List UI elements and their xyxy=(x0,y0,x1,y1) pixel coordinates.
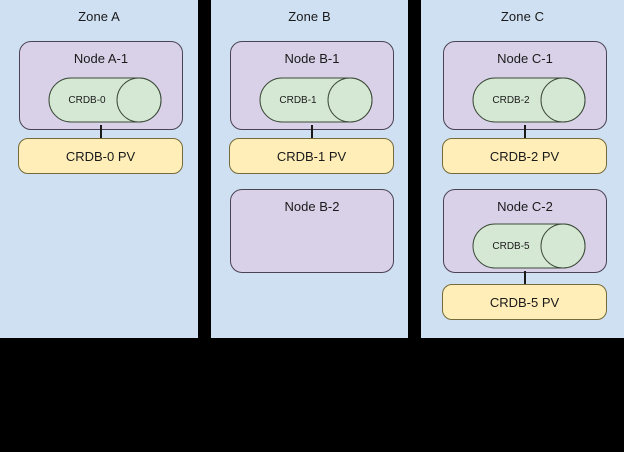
pv-box-crdb-1[interactable]: CRDB-1 PV xyxy=(229,138,394,174)
node-label-a-1: Node A-1 xyxy=(73,51,129,66)
zone-panel-c[interactable]: Zone C Node C-1 CRDB-2 CRDB-2 PV Node C-… xyxy=(421,0,624,338)
pod-cylinder-crdb-1[interactable]: CRDB-1 xyxy=(259,77,373,123)
pv-label-crdb-1: CRDB-1 PV xyxy=(276,148,347,164)
node-box-c-2[interactable]: Node C-2 CRDB-5 xyxy=(443,189,607,273)
node-label-c-2: Node C-2 xyxy=(497,199,553,214)
pv-box-crdb-5[interactable]: CRDB-5 PV xyxy=(442,284,607,320)
node-box-c-1[interactable]: Node C-1 CRDB-2 xyxy=(443,41,607,130)
node-label-b-1: Node B-1 xyxy=(284,51,340,66)
pv-box-crdb-2[interactable]: CRDB-2 PV xyxy=(442,138,607,174)
connector-c-2 xyxy=(524,271,526,284)
node-box-a-1[interactable]: Node A-1 CRDB-0 xyxy=(19,41,183,130)
pod-cylinder-crdb-2[interactable]: CRDB-2 xyxy=(472,77,586,123)
pv-box-crdb-0[interactable]: CRDB-0 PV xyxy=(18,138,183,174)
connector-a-1 xyxy=(100,125,102,139)
pod-cylinder-crdb-0[interactable]: CRDB-0 xyxy=(48,77,162,123)
node-label-c-1: Node C-1 xyxy=(497,51,553,66)
node-label-b-2: Node B-2 xyxy=(284,199,340,214)
node-box-b-1[interactable]: Node B-1 CRDB-1 xyxy=(230,41,394,130)
zone-title-c: Zone C xyxy=(500,9,545,24)
connector-b-1 xyxy=(311,125,313,139)
pv-label-crdb-5: CRDB-5 PV xyxy=(489,294,560,310)
connector-c-1 xyxy=(524,125,526,139)
pv-label-crdb-2: CRDB-2 PV xyxy=(489,148,560,164)
pv-label-crdb-0: CRDB-0 PV xyxy=(65,148,136,164)
node-box-b-2[interactable]: Node B-2 xyxy=(230,189,394,273)
pod-cylinder-crdb-5[interactable]: CRDB-5 xyxy=(472,223,586,269)
zone-title-a: Zone A xyxy=(78,9,120,24)
zone-panel-a[interactable]: Zone A Node A-1 CRDB-0 CRDB-0 PV xyxy=(0,0,198,338)
zone-title-b: Zone B xyxy=(288,9,331,24)
zone-panel-b[interactable]: Zone B Node B-1 CRDB-1 CRDB-1 PV Node B-… xyxy=(211,0,408,338)
